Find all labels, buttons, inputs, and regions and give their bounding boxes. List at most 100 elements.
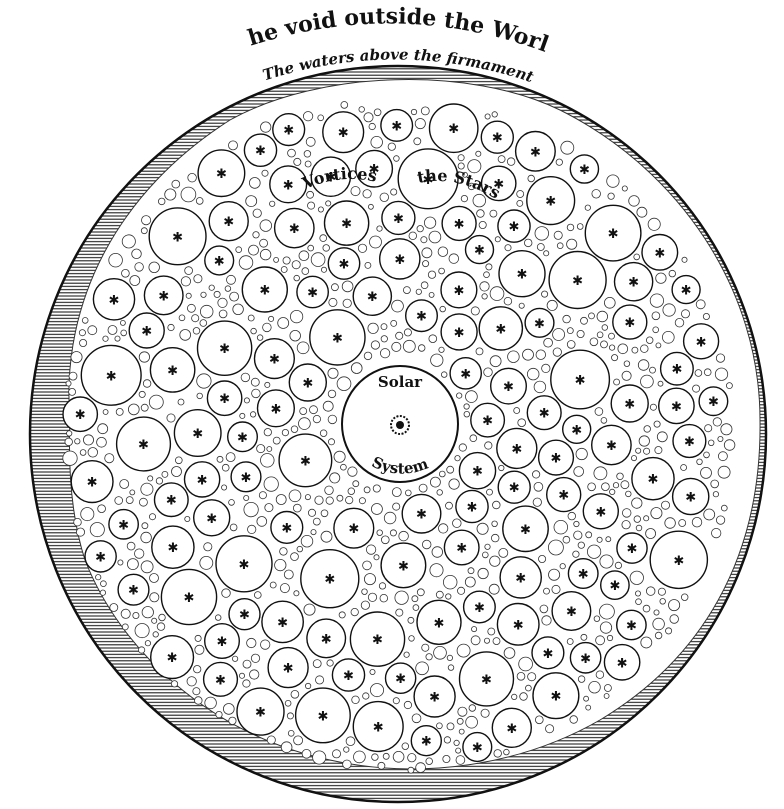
small-bubble (195, 635, 201, 641)
star-icon: ✱ (270, 402, 281, 417)
star-icon: ✱ (95, 550, 106, 565)
star-icon: ✱ (460, 367, 471, 382)
star-icon: ✱ (474, 601, 485, 616)
small-bubble (354, 751, 366, 763)
small-bubble (365, 262, 371, 268)
star-icon: ✱ (608, 227, 619, 242)
star-icon: ✱ (626, 619, 637, 634)
small-bubble (294, 158, 301, 165)
star-icon: ✱ (206, 512, 217, 527)
small-bubble (519, 303, 524, 308)
small-bubble (301, 535, 313, 547)
star-icon: ✱ (575, 374, 586, 389)
small-bubble (490, 356, 501, 367)
star-icon: ✱ (492, 131, 503, 146)
small-bubble (122, 624, 128, 630)
star-icon: ✱ (513, 618, 524, 633)
star-icon: ✱ (216, 167, 227, 182)
small-bubble (456, 756, 465, 765)
small-bubble (718, 436, 723, 441)
small-bubble (485, 442, 492, 449)
small-bubble (304, 151, 311, 158)
small-bubble (581, 317, 588, 324)
small-bubble (328, 368, 338, 378)
small-bubble (175, 457, 182, 464)
small-bubble (421, 237, 427, 243)
star-icon: ✱ (515, 571, 526, 586)
small-bubble (641, 637, 652, 648)
small-bubble (428, 271, 435, 278)
small-bubble (399, 531, 409, 541)
small-bubble (316, 676, 324, 684)
small-bubble (326, 201, 331, 206)
star-icon: ✱ (223, 215, 234, 230)
small-bubble (429, 335, 437, 343)
small-bubble (458, 587, 465, 594)
small-bubble (308, 509, 315, 516)
small-bubble (103, 410, 108, 415)
small-bubble (313, 415, 320, 422)
small-bubble (364, 352, 372, 360)
small-bubble (374, 109, 381, 116)
star-icon: ✱ (627, 542, 638, 557)
small-bubble (392, 342, 401, 351)
small-bubble (332, 750, 340, 758)
small-bubble (606, 537, 611, 542)
small-bubble (592, 190, 601, 199)
star-icon: ✱ (343, 669, 354, 684)
star-icon: ✱ (551, 452, 562, 467)
small-bubble (381, 336, 387, 342)
small-bubble (692, 517, 702, 527)
small-bubble (441, 372, 447, 378)
small-bubble (305, 683, 310, 688)
star-icon: ✱ (339, 258, 350, 273)
small-bubble (517, 191, 524, 198)
small-bubble (393, 698, 399, 704)
star-icon: ✱ (167, 364, 178, 379)
small-bubble (682, 257, 687, 262)
small-bubble (405, 490, 411, 496)
star-icon: ✱ (172, 230, 183, 245)
small-bubble (343, 760, 352, 769)
small-bubble (693, 385, 700, 392)
small-bubble (281, 742, 292, 753)
small-bubble (352, 696, 360, 704)
small-bubble (597, 332, 603, 338)
small-bubble (288, 730, 294, 736)
star-icon: ✱ (684, 435, 695, 450)
small-bubble (470, 435, 477, 442)
small-bubble (612, 355, 618, 361)
star-icon: ✱ (454, 217, 465, 232)
star-icon: ✱ (239, 558, 250, 573)
small-bubble (299, 251, 309, 261)
small-bubble (419, 484, 427, 492)
small-bubble (374, 555, 379, 560)
small-bubble (121, 330, 127, 336)
small-bubble (179, 315, 185, 321)
small-bubble (276, 495, 286, 505)
small-bubble (243, 680, 250, 687)
small-bubble (229, 717, 236, 724)
star-icon: ✱ (708, 395, 719, 410)
small-bubble (675, 318, 684, 327)
small-bubble (408, 617, 414, 623)
small-bubble (586, 532, 592, 538)
small-bubble (284, 570, 293, 579)
small-bubble (196, 198, 203, 205)
small-bubble (469, 705, 476, 712)
small-bubble (488, 628, 495, 635)
small-bubble (371, 136, 383, 148)
small-bubble (80, 450, 86, 456)
small-bubble (252, 389, 261, 398)
small-bubble (485, 114, 490, 119)
small-bubble (652, 312, 660, 320)
small-bubble (577, 330, 584, 337)
star-icon: ✱ (300, 454, 311, 469)
small-bubble (537, 244, 544, 251)
small-bubble (459, 729, 464, 734)
small-bubble (601, 341, 608, 348)
small-bubble (379, 583, 385, 589)
small-bubble (341, 464, 347, 470)
small-bubble (648, 218, 660, 230)
star-icon: ✱ (255, 706, 266, 721)
